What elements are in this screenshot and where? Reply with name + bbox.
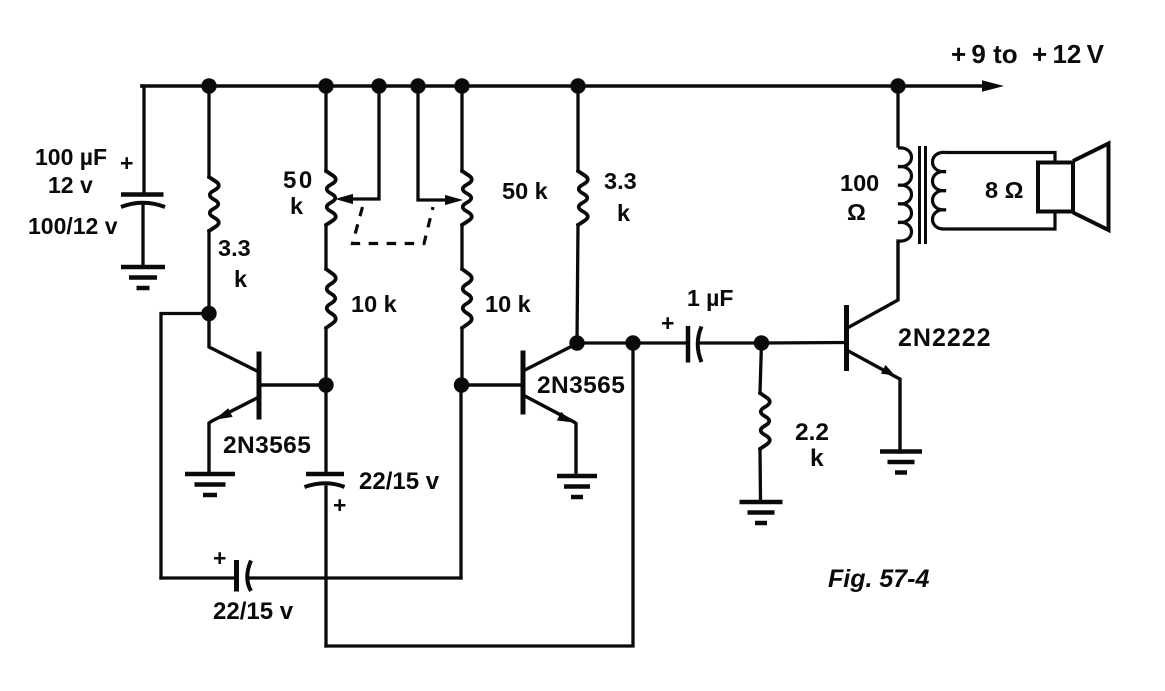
svg-text:k: k <box>234 266 248 292</box>
svg-text:k: k <box>810 445 824 472</box>
svg-text:+: + <box>213 545 226 571</box>
svg-text:2N2222: 2N2222 <box>898 324 992 352</box>
svg-text:k: k <box>617 200 631 226</box>
svg-text:2N3565: 2N3565 <box>223 432 311 459</box>
svg-text:+ 9 to + 12 V: + 9 to + 12 V <box>951 39 1105 69</box>
svg-text:12 v: 12 v <box>48 172 93 198</box>
svg-text:1 µF: 1 µF <box>687 285 733 311</box>
svg-text:8 Ω: 8 Ω <box>985 177 1023 203</box>
svg-text:10 k: 10 k <box>485 291 532 317</box>
svg-text:3.3: 3.3 <box>604 168 637 194</box>
svg-text:22/15 v: 22/15 v <box>359 468 440 495</box>
svg-text:100: 100 <box>840 170 879 196</box>
svg-text:50: 50 <box>283 167 315 194</box>
svg-text:k: k <box>290 193 304 219</box>
svg-text:22/15 v: 22/15 v <box>213 598 294 625</box>
svg-text:+: + <box>120 150 133 176</box>
svg-text:10 k: 10 k <box>351 291 398 317</box>
svg-text:100/12 v: 100/12 v <box>28 213 118 239</box>
svg-text:3.3: 3.3 <box>218 235 251 261</box>
svg-text:+: + <box>333 492 346 518</box>
svg-text:100 µF: 100 µF <box>35 144 107 170</box>
svg-text:2N3565: 2N3565 <box>537 372 625 399</box>
svg-text:2.2: 2.2 <box>795 419 829 446</box>
svg-text:Ω: Ω <box>847 199 866 225</box>
svg-text:50 k: 50 k <box>502 178 549 204</box>
svg-text:+: + <box>661 310 674 336</box>
svg-text:Fig. 57-4: Fig. 57-4 <box>828 565 930 593</box>
